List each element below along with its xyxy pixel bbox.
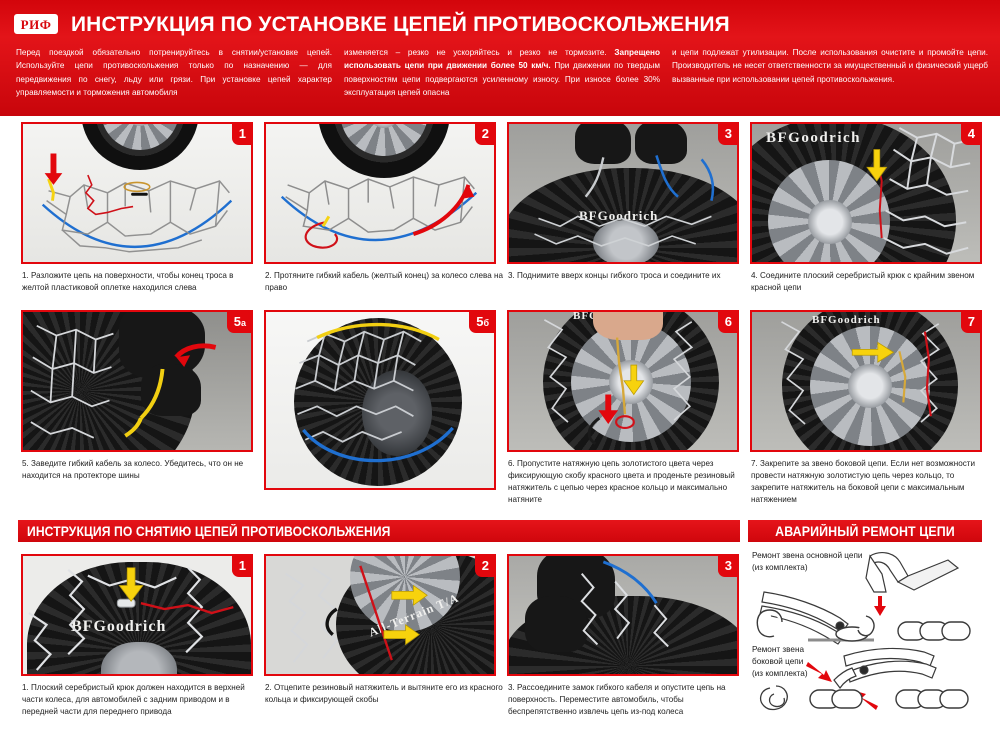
repaired-chain-icon-side [895, 689, 969, 709]
repair-section-header: АВАРИЙНЫЙ РЕМОНТ ЦЕПИ [748, 520, 982, 542]
step-badge-2: 2 [474, 124, 494, 145]
tire-brand-text-7: BFGoodrich [812, 314, 881, 326]
removal-step-photo-1: BFGoodrich [23, 556, 251, 674]
tensioner-6 [543, 319, 694, 445]
install-step-panel-7: BFGoodrich 7 [750, 310, 982, 452]
removal-step-caption-2: 2. Отцепите резиновый натяжитель и вытян… [265, 683, 503, 704]
install-step-caption-4: 4. Соедините плоский серебристый крюк с … [751, 271, 975, 292]
install-step-photo-7: BFGoodrich [752, 312, 980, 450]
install-step-panel-4: BFGoodrich [750, 122, 982, 264]
step-badge-5a: 5а [226, 312, 251, 333]
tire-brand-text-r1: BFGoodrich [71, 618, 167, 635]
repair-illustration [756, 552, 971, 711]
step-badge-3: 3 [717, 124, 737, 145]
rif-logo: РИФ [14, 14, 58, 34]
removal-step-panel-3: 3 [507, 554, 739, 676]
install-step-panel-1: 1 [21, 122, 253, 264]
install-step-photo-5a [23, 312, 251, 450]
yellow-arrows-r2-icon [383, 584, 428, 646]
repair-side-label-line2: боковой цепи [752, 657, 804, 666]
install-step-photo-1 [23, 124, 251, 262]
step-badge-1: 1 [231, 124, 251, 145]
repaired-chain-icon-main [897, 621, 971, 641]
removal-step-photo-3 [509, 556, 737, 674]
removal-step-panel-2: All-Terrain T/A 2 [264, 554, 496, 676]
intro-column-1: Перед поездкой обязательно потренируйтес… [16, 48, 332, 97]
chain-detail-5a [30, 324, 165, 439]
tire-brand-text-4: BFGoodrich [766, 130, 862, 146]
install-step-panel-6: BFGoodrich [507, 310, 739, 452]
repair-main-label-line2: (из комплекта) [752, 563, 808, 572]
red-arrow-6-icon [598, 394, 619, 425]
install-step-panel-2: 2 [264, 122, 496, 264]
install-step-panel-5b: 5б [264, 310, 496, 490]
hammer-icon [865, 552, 960, 593]
repair-diagram: Ремонт звена основной цепи (из комплекта… [748, 548, 988, 738]
open-link-icon [756, 609, 783, 638]
removal-step-panel-1: BFGoodrich [21, 554, 253, 676]
step-badge-5b: 5б [469, 312, 494, 333]
install-step-photo-2 [266, 124, 494, 262]
removal-step-badge-1: 1 [231, 556, 251, 577]
chain-layout-2 [280, 176, 478, 249]
yellow-arrow-down-icon-4 [866, 149, 888, 182]
repair-main-label-line1: Ремонт звена основной цепи [752, 551, 863, 560]
step-badge-7: 7 [960, 312, 980, 333]
poster-header: РИФ ИНСТРУКЦИЯ ПО УСТАНОВКЕ ЦЕПЕЙ ПРОТИВ… [0, 0, 1000, 116]
chain-on-tire-5b [295, 322, 454, 463]
yellow-arrow-r1-icon [118, 567, 144, 602]
removal-section-title: ИНСТРУКЦИЯ ПО СНЯТИЮ ЦЕПЕЙ ПРОТИВОСКОЛЬЖ… [27, 523, 391, 539]
step-badge-6: 6 [717, 312, 737, 333]
install-step-caption-2: 2. Протяните гибкий кабель (желтый конец… [265, 271, 503, 292]
intro-column-3: и цепи подлежат утилизации. После исполь… [672, 48, 988, 84]
red-arrow-down-icon [44, 153, 63, 185]
blue-cable-arc [41, 174, 233, 253]
install-step-photo-6: BFGoodrich [509, 312, 737, 450]
removal-section-header: ИНСТРУКЦИЯ ПО СНЯТИЮ ЦЕПЕЙ ПРОТИВОСКОЛЬЖ… [18, 520, 740, 542]
pliers-icon-side [833, 647, 937, 690]
install-step-caption-3: 3. Поднимите вверх концы гибкого троса и… [508, 271, 721, 280]
removal-step-caption-1: 1. Плоский серебристый крюк должен наход… [22, 683, 245, 716]
chains-r2 [285, 565, 393, 663]
step-badge-4: 4 [960, 124, 980, 145]
page-title: ИНСТРУКЦИЯ ПО УСТАНОВКЕ ЦЕПЕЙ ПРОТИВОСКО… [71, 11, 730, 36]
install-step-panel-3: BFGoodrich 3 [507, 122, 739, 264]
tire-brand-text-3: BFGoodrich [579, 208, 659, 223]
install-step-photo-5b [266, 312, 494, 488]
repair-side-label-line3: (из комплекта) [752, 669, 808, 678]
removal-step-badge-3: 3 [717, 556, 737, 577]
removal-step-caption-3: 3. Рассоедините замок гибкого кабеля и о… [508, 683, 726, 716]
install-step-caption-6: 6. Пропустите натяжную цепь золотистого … [508, 459, 735, 504]
header-title-row: РИФ ИНСТРУКЦИЯ ПО УСТАНОВКЕ ЦЕПЕЙ ПРОТИВ… [0, 0, 1000, 36]
intro-column-2: изменяется – резко не ускоряйтесь и резк… [344, 48, 660, 97]
install-step-photo-3: BFGoodrich [509, 124, 737, 262]
install-step-caption-5: 5. Заведите гибкий кабель за колесо. Убе… [22, 459, 244, 480]
removal-step-badge-2: 2 [474, 556, 494, 577]
install-step-photo-4: BFGoodrich [752, 124, 980, 262]
install-step-caption-7: 7. Закрепите за звено боковой цепи. Если… [751, 459, 975, 504]
repair-side-label-line1: Ремонт звена [752, 645, 805, 654]
red-arrow-hammer-icon [874, 596, 886, 616]
cable-join-3 [534, 155, 715, 247]
removal-step-photo-2: All-Terrain T/A [266, 556, 494, 674]
install-step-panel-5a: 5а [21, 310, 253, 452]
yellow-arrow-7-icon [851, 341, 895, 363]
red-arrow-side-1-icon [806, 662, 832, 682]
yellow-arrow-6-icon [623, 364, 645, 396]
install-step-caption-1: 1. Разложите цепь на поверхности, чтобы … [22, 271, 234, 292]
cable-lock-r3 [580, 560, 669, 648]
twisted-link-icon [759, 685, 788, 711]
rif-logo-text: РИФ [20, 16, 52, 32]
chain-side-7 [781, 321, 941, 425]
side-chain-links-icon [809, 689, 863, 709]
red-arrow-5a-icon [174, 343, 217, 368]
intro-text-block: Перед поездкой обязательно потренируйтес… [16, 46, 988, 99]
repair-section-title: АВАРИЙНЫЙ РЕМОНТ ЦЕПИ [775, 523, 955, 539]
